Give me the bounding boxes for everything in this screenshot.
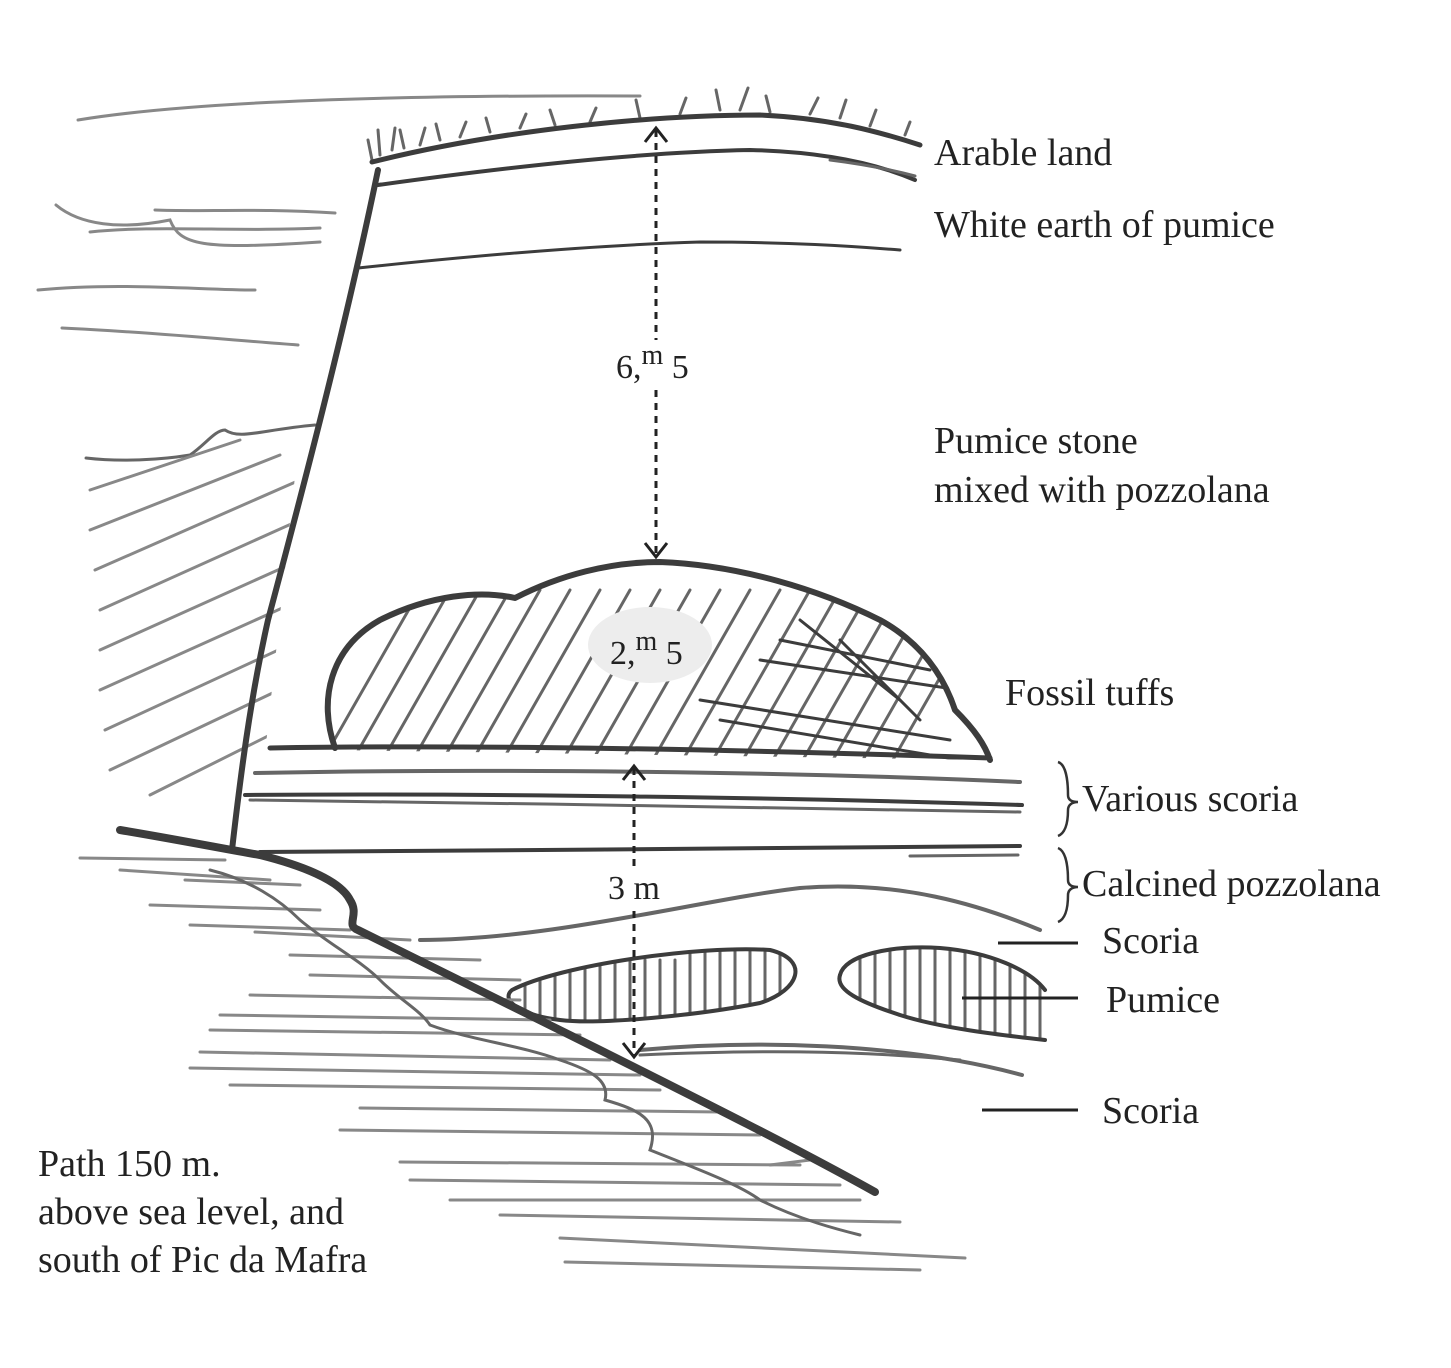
slope-path: [116, 826, 879, 1237]
label-arable-land: Arable land: [934, 132, 1113, 174]
left-hill-hatch: [84, 423, 317, 797]
label-various-scoria: Various scoria: [1082, 778, 1299, 820]
measurement-tuff-whole: 2,: [610, 635, 636, 672]
background-sky-strokes: [36, 94, 642, 347]
label-scoria-upper: Scoria: [1102, 920, 1200, 962]
upper-strata: [356, 112, 923, 270]
label-calcined-pozzolana: Calcined pozzolana: [1082, 863, 1381, 905]
label-braces: [1057, 760, 1079, 924]
label-pumice-stone-1: Pumice stone: [934, 420, 1138, 462]
measurement-top-fraction: 5: [671, 349, 689, 386]
measurement-top: 6,m 5: [612, 340, 693, 387]
measurement-tuff-fraction: 5: [665, 635, 683, 672]
location-caption: Path 150 m. above sea level, and south o…: [38, 1140, 367, 1284]
grass-tufts: [366, 86, 912, 162]
caption-line-3: south of Pic da Mafra: [38, 1239, 368, 1281]
measurement-top-whole: 6,: [616, 349, 642, 386]
measurement-top-unit: m: [641, 340, 664, 371]
caption-line-2: above sea level, and: [38, 1191, 344, 1233]
label-pumice: Pumice: [1106, 979, 1220, 1021]
measurement-tuff: 2,m 5: [610, 628, 683, 671]
lower-strata: [243, 768, 1042, 1077]
cliff-face: [229, 167, 381, 853]
label-scoria-lower: Scoria: [1102, 1090, 1200, 1132]
label-fossil-tuffs: Fossil tuffs: [1005, 672, 1175, 714]
pumice-lenses: [506, 945, 1047, 1042]
ground-hatch: [78, 856, 967, 1272]
label-pumice-stone-2: mixed with pozzolana: [934, 469, 1270, 511]
leader-lines: [962, 941, 1078, 1112]
caption-line-1: Path 150 m.: [38, 1143, 221, 1185]
measurement-lower: 3 m: [606, 870, 662, 908]
fossil-tuff-body: [267, 559, 993, 763]
measurement-tuff-unit: m: [635, 626, 658, 657]
label-white-earth: White earth of pumice: [934, 204, 1275, 246]
